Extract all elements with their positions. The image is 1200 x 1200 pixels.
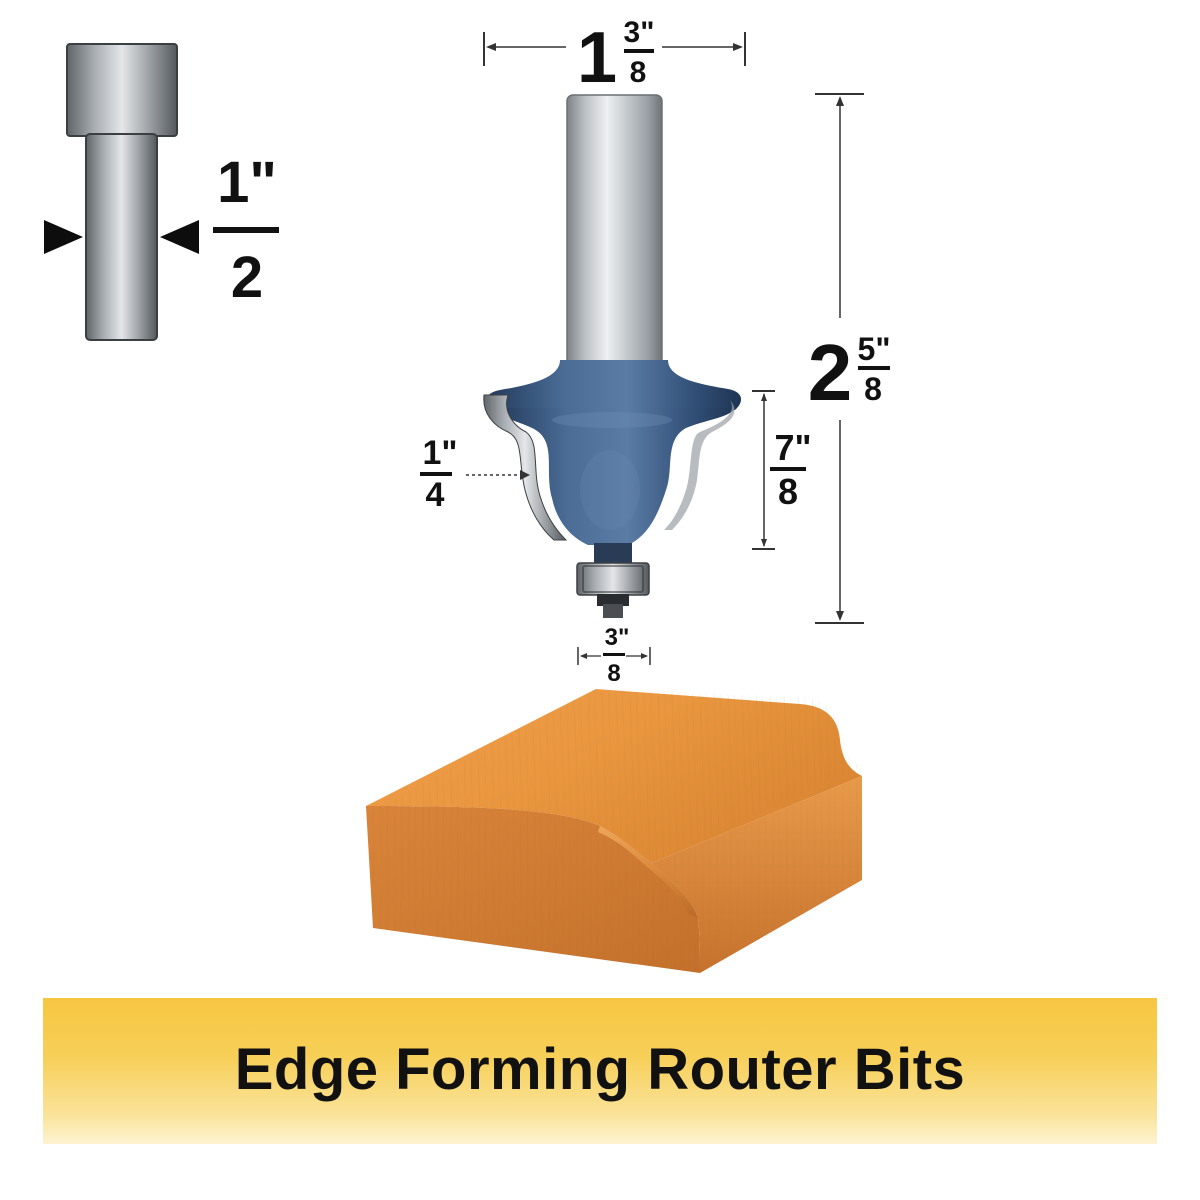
overall-length-whole: 2	[808, 328, 853, 417]
cut-fraction-bar	[770, 467, 806, 471]
cutting-length-numerator: 7"	[774, 427, 811, 468]
bearing-arrowhead-right-icon	[641, 653, 648, 659]
bearing-diameter-denominator: 8	[607, 660, 620, 687]
wood-front-grain	[366, 806, 700, 973]
bearing-screw-tip	[603, 604, 623, 618]
wood-top-grain	[367, 689, 862, 862]
shank-diameter-label: 1" 2	[213, 150, 279, 310]
wood-profile-edge	[598, 826, 698, 918]
bit-highlight	[552, 412, 672, 428]
cutting-diameter-whole: 1	[577, 18, 617, 98]
arrowhead-left-icon	[486, 43, 496, 51]
cutting-diameter-denominator: 8	[630, 56, 647, 89]
bead-radius-dimension: 1" 4	[420, 434, 530, 514]
title-banner: Edge Forming Router Bits	[43, 998, 1157, 1144]
router-bit	[483, 94, 742, 618]
left-arrow-icon	[44, 220, 83, 254]
arrowhead-right-icon	[733, 43, 743, 51]
bead-arrowhead-icon	[520, 470, 530, 480]
bit-highlight-lower	[580, 450, 640, 530]
bead-radius-denominator: 4	[426, 476, 445, 514]
bit-flange	[486, 360, 742, 410]
shank-icon	[44, 43, 199, 341]
arrowhead-down-icon	[836, 611, 844, 621]
cut-arrowhead-down-icon	[761, 539, 767, 547]
bead-fraction-bar	[420, 472, 452, 476]
bit-shank	[566, 94, 663, 376]
bearing-screw-head	[597, 594, 629, 606]
cutting-length-denominator: 8	[778, 471, 798, 512]
shank-collar	[66, 43, 178, 137]
bearing-fraction-bar	[603, 653, 625, 656]
bead-radius-numerator: 1"	[422, 434, 457, 472]
wood-sample	[366, 689, 862, 973]
overall-length-numerator: 5"	[858, 331, 891, 367]
cutting-fraction-bar	[624, 49, 654, 53]
bearing-race	[582, 565, 644, 593]
cutting-diameter-dimension: 1 3" 8	[483, 16, 746, 98]
wood-side-grain	[652, 776, 862, 973]
carbide-cutter-left	[483, 394, 568, 541]
shank-body	[85, 133, 158, 341]
bit-profile-body	[494, 408, 736, 545]
overall-length-denominator: 8	[864, 371, 882, 407]
arrowhead-up-icon	[836, 96, 844, 106]
banner-title: Edge Forming Router Bits	[234, 1036, 966, 1102]
bearing-diameter-dimension: 3" 8	[577, 624, 651, 687]
bearing	[576, 562, 650, 596]
right-arrow-icon	[160, 220, 199, 254]
shank-diameter-numerator: 1"	[217, 150, 277, 215]
bearing-diameter-numerator: 3"	[605, 624, 630, 651]
shank-diameter-denominator: 2	[231, 245, 263, 310]
bit-neck	[594, 543, 632, 565]
cutting-length-dimension: 7" 8	[752, 390, 812, 550]
shank-fraction-bar	[213, 227, 279, 233]
overall-fraction-bar	[858, 366, 890, 370]
cut-arrowhead-up-icon	[761, 393, 767, 401]
cutting-diameter-numerator: 3"	[624, 16, 655, 49]
overall-length-dimension: 2 5" 8	[808, 93, 891, 624]
bearing-arrowhead-left-icon	[580, 653, 587, 659]
